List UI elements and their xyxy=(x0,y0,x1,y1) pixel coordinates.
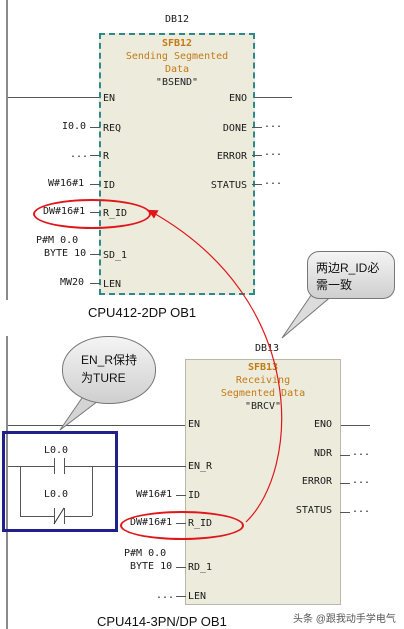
out2-status: ... xyxy=(352,504,371,515)
out-status: ... xyxy=(264,176,283,187)
pin2-eno: ENO xyxy=(313,419,332,430)
out2-error-stub xyxy=(340,483,350,484)
pin2-status: STATUS xyxy=(295,505,332,516)
block2-instance: DB13 xyxy=(255,343,280,354)
pin-len: LEN xyxy=(103,279,122,290)
param-sd1-1: P#M 0.0 xyxy=(36,235,79,246)
out2-ndr-stub xyxy=(340,455,350,456)
pin2-error: ERROR xyxy=(301,476,332,487)
callout-right: 两边R_ID必 需一致 xyxy=(307,251,395,299)
branch-right-vertical xyxy=(92,466,93,516)
en-wire-bottom xyxy=(8,425,186,426)
en-wire-top xyxy=(8,97,100,98)
stub2-id xyxy=(176,495,186,496)
contact2-left-bar xyxy=(54,508,55,524)
pin2-rd-1: RD_1 xyxy=(188,562,213,573)
stub2-len xyxy=(176,596,186,597)
stub-len xyxy=(90,283,100,284)
sfb13-block[interactable]: SFB13 Receiving Segmented Data "BRCV" EN… xyxy=(185,359,341,605)
pin-en: EN xyxy=(103,93,116,104)
stub2-rd1 xyxy=(176,567,186,568)
callout-right-line2: 需一致 xyxy=(316,278,353,292)
caption-bottom: CPU414-3PN/DP OB1 xyxy=(97,614,227,629)
contact-branch-bot-right xyxy=(64,516,92,517)
pin-done: DONE xyxy=(222,123,247,134)
out-status-stub xyxy=(252,184,262,185)
contact-branch-bot-left xyxy=(20,516,54,517)
eno-wire-bottom xyxy=(340,425,370,426)
stub-req xyxy=(90,127,100,128)
block1-subtitle-1: Sending Segmented xyxy=(125,51,229,62)
block1-instance: DB12 xyxy=(165,14,190,25)
sfb12-block[interactable]: SFB12 Sending Segmented Data "BSEND" EN … xyxy=(99,33,255,295)
power-rail-bottom xyxy=(6,336,8,629)
block2-subtitle-1: Receiving xyxy=(235,375,291,386)
callout-left: EN_R保持 为TURE xyxy=(62,336,156,404)
contact2-label: L0.0 xyxy=(44,489,69,500)
pin-sd-1: SD_1 xyxy=(103,250,128,261)
param2-len: ... xyxy=(156,590,175,601)
callout-right-line1: 两边R_ID必 xyxy=(316,261,380,275)
contact-branch-top-right xyxy=(64,466,186,467)
param-r: ... xyxy=(70,149,89,160)
out2-ndr: ... xyxy=(352,447,371,458)
block2-quote: "BRCV" xyxy=(244,401,282,412)
pin-req: REQ xyxy=(103,123,122,134)
block1-quote: "BSEND" xyxy=(155,77,199,88)
pin-status: STATUS xyxy=(210,180,247,191)
stub-r xyxy=(90,155,100,156)
param-len: MW20 xyxy=(60,277,85,288)
pin2-en-r: EN_R xyxy=(188,461,213,472)
out-done: ... xyxy=(264,119,283,130)
pin2-en: EN xyxy=(188,419,201,430)
out2-error: ... xyxy=(352,475,371,486)
out-done-stub xyxy=(252,127,262,128)
out-error: ... xyxy=(264,147,283,158)
out-error-stub xyxy=(252,155,262,156)
stub-id xyxy=(90,184,100,185)
contact-highlight-box xyxy=(2,431,118,532)
callout-left-line2: 为TURE xyxy=(81,371,126,385)
param2-id: W#16#1 xyxy=(136,489,173,500)
out2-status-stub xyxy=(340,512,350,513)
contact2-nc-slash xyxy=(53,507,65,525)
param2-rd1-2: BYTE 10 xyxy=(130,561,173,572)
param-id: W#16#1 xyxy=(48,178,85,189)
param-req: I0.0 xyxy=(62,121,87,132)
pin-eno: ENO xyxy=(228,93,247,104)
highlight-oval-bottom xyxy=(120,511,244,540)
contact1-label: L0.0 xyxy=(44,445,69,456)
block2-title: SFB13 xyxy=(247,362,279,373)
pin-id: ID xyxy=(103,180,116,191)
branch-left-vertical xyxy=(20,466,21,516)
pin2-id: ID xyxy=(188,490,201,501)
block2-subtitle-2: Segmented Data xyxy=(220,388,306,399)
pin-error: ERROR xyxy=(216,151,247,162)
caption-top: CPU412-2DP OB1 xyxy=(88,305,197,320)
contact-branch-top-left xyxy=(8,466,54,467)
block1-title: SFB12 xyxy=(161,38,193,49)
block1-subtitle-2: Data xyxy=(164,64,190,75)
power-rail-top xyxy=(6,0,8,300)
param-sd1-2: BYTE 10 xyxy=(44,248,87,259)
eno-wire-top xyxy=(252,97,292,98)
pin2-len: LEN xyxy=(188,591,207,602)
stub-sd1 xyxy=(90,254,100,255)
watermark: 头条 @跟我动手学电气 xyxy=(293,614,396,625)
contact1-left-bar xyxy=(54,458,55,474)
pin-r: R xyxy=(103,151,110,162)
callout-left-line1: EN_R保持 xyxy=(81,353,138,367)
pin2-ndr: NDR xyxy=(313,448,332,459)
param2-rd1-1: P#M 0.0 xyxy=(124,548,167,559)
